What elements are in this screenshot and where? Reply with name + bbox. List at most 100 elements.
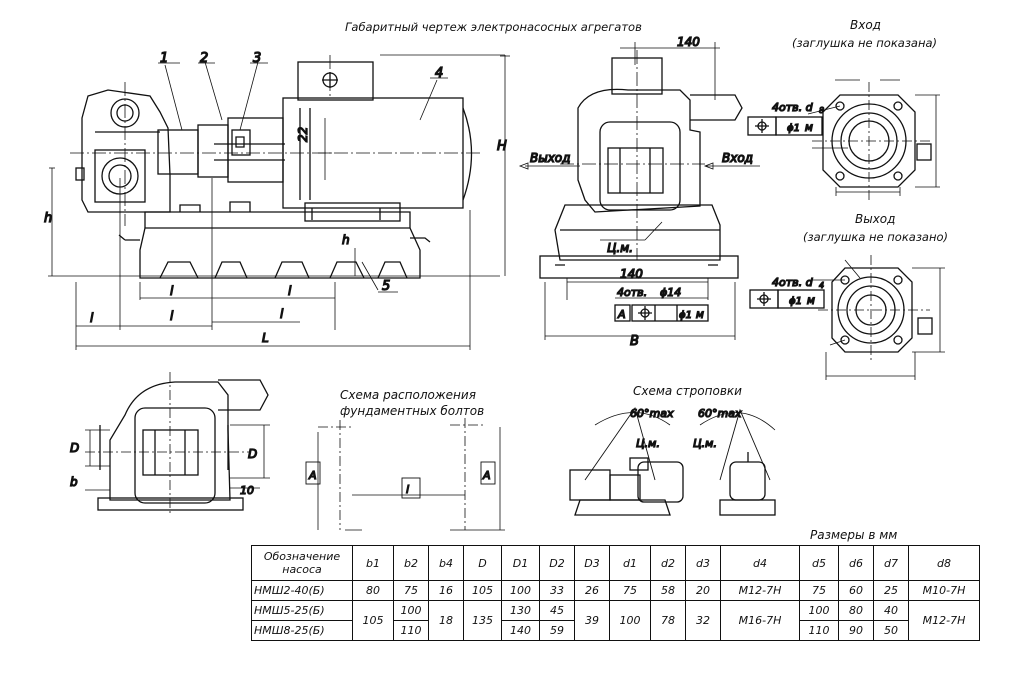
- table-cell: 16: [428, 580, 464, 601]
- dim-l5: l: [90, 311, 94, 325]
- callout-5: 5: [382, 279, 390, 294]
- table-row: НМШ2-40(Б) 80 75 16 105 100 33 26 75 58 …: [251, 580, 980, 601]
- header-d1: d1: [609, 545, 651, 581]
- table-cell: 130: [501, 600, 540, 621]
- dim-l2-scheme: l: [406, 483, 409, 496]
- table-cell: 110: [799, 620, 839, 641]
- sling-angle-2: 60°max: [698, 407, 742, 420]
- sling-cm-1: Ц.м.: [636, 437, 660, 450]
- table-cell: 90: [838, 620, 874, 641]
- table-cell: НМШ2-40(Б): [251, 580, 353, 601]
- dim-l1: l: [170, 309, 174, 323]
- table-header-row: Обозначение насоса b1 b2 b4 D D1 D2 D3 d…: [251, 545, 980, 581]
- center-of-mass-label: Ц.м.: [607, 241, 633, 255]
- dim-A1: A: [482, 469, 491, 482]
- table-cell: 110: [393, 620, 429, 641]
- header-pump-designation: Обозначение насоса: [251, 545, 353, 581]
- bolt-scheme-title: Схема расположения: [340, 388, 476, 402]
- outlet-subtitle: (заглушка не показано): [803, 230, 949, 244]
- table-cell: НМШ5-25(Б): [251, 600, 353, 621]
- dim-10: 10: [240, 484, 254, 497]
- table-cell: 78: [650, 600, 686, 641]
- table-cell: 40: [873, 600, 909, 621]
- side-view: [518, 42, 760, 340]
- table-cell: 105: [352, 600, 394, 641]
- outlet-tol: ϕ1: [789, 296, 802, 307]
- table-cell: 80: [838, 600, 874, 621]
- header-d2: d2: [650, 545, 686, 581]
- dim-b3: b: [70, 475, 78, 489]
- drawing-title: Габаритный чертеж электронасосных агрега…: [345, 20, 642, 34]
- table-cell: М10-7Н: [908, 580, 980, 601]
- dim-L: L: [262, 331, 269, 345]
- sling-scheme-title: Схема строповки: [633, 384, 742, 398]
- header-D1: D1: [501, 545, 540, 581]
- dim-l3: l: [288, 284, 292, 298]
- table-cell: 100: [609, 600, 651, 641]
- dim-l2: l: [280, 307, 284, 321]
- dimensions-table: Обозначение насоса b1 b2 b4 D D1 D2 D3 d…: [251, 545, 980, 641]
- inlet-tol-m: M: [805, 124, 813, 134]
- table-cell: 32: [685, 600, 721, 641]
- dim-H: H: [497, 139, 507, 154]
- table-cell: 59: [539, 620, 575, 641]
- bolt-holes-dia: ϕ14: [660, 286, 681, 299]
- side-tol-m: M: [696, 311, 704, 321]
- inlet-holes-label: 4отв. d: [772, 101, 814, 114]
- header-b2: b2: [393, 545, 429, 581]
- table-cell: 26: [574, 580, 610, 601]
- header-d3: d3: [685, 545, 721, 581]
- inlet-flange-view: [747, 79, 940, 200]
- table-cell: 75: [393, 580, 429, 601]
- table-cell: 100: [501, 580, 540, 601]
- table-cell: 25: [873, 580, 909, 601]
- inlet-tol: ϕ1: [787, 123, 800, 134]
- outlet-holes-label: 4отв. d: [772, 276, 814, 289]
- header-d8: d8: [908, 545, 980, 581]
- dim-D1: D: [70, 441, 79, 455]
- units-note: Размеры в мм: [810, 528, 898, 542]
- sling-cm-2: Ц.м.: [693, 437, 717, 450]
- table-cell: 140: [501, 620, 540, 641]
- table-cell: 105: [463, 580, 502, 601]
- header-b4: b4: [428, 545, 464, 581]
- outlet-arrow-label: Выход: [530, 151, 570, 165]
- table-cell: 50: [873, 620, 909, 641]
- callout-4: 4: [435, 66, 443, 81]
- inlet-holes-sub: 8: [819, 106, 824, 115]
- table-cell: НМШ8-25(Б): [251, 620, 353, 641]
- outlet-flange-view: [749, 255, 945, 380]
- outlet-holes-sub: 4: [819, 281, 824, 290]
- table-cell: 100: [393, 600, 429, 621]
- table-cell: 45: [539, 600, 575, 621]
- callout-3: 3: [253, 51, 261, 66]
- dim-D2: D: [248, 447, 257, 461]
- callout-1: 1: [160, 51, 168, 66]
- front-view: [48, 54, 510, 350]
- header-D2: D2: [539, 545, 575, 581]
- header-D: D: [463, 545, 502, 581]
- table-cell: М12-7Н: [720, 580, 800, 601]
- header-b1: b1: [352, 545, 394, 581]
- header-d4: d4: [720, 545, 800, 581]
- dimension-texts: 1 2 3 4 5 22 H h h l l l l l L 140 Выход…: [43, 34, 824, 497]
- table-row: НМШ8-25(Б) 110 140 59 110 90 50: [251, 620, 980, 641]
- outlet-tol-m: M: [807, 297, 815, 307]
- bolt-holes-label: 4отв.: [617, 286, 647, 299]
- callout-2: 2: [200, 51, 208, 66]
- header-d6: d6: [838, 545, 874, 581]
- table-cell: 75: [609, 580, 651, 601]
- table-cell: М12-7Н: [908, 600, 980, 641]
- bolt-scheme-title-2: фундаментных болтов: [340, 404, 485, 418]
- dim-h: h: [44, 211, 52, 226]
- dim-140-top: 140: [677, 35, 700, 49]
- table-cell: 60: [838, 580, 874, 601]
- datum-A: A: [617, 308, 626, 321]
- table-cell: 80: [352, 580, 394, 601]
- inlet-title: Вход: [850, 18, 881, 32]
- dim-l6: l: [170, 284, 174, 298]
- end-view: [85, 372, 270, 515]
- dim-h1: h: [342, 233, 350, 247]
